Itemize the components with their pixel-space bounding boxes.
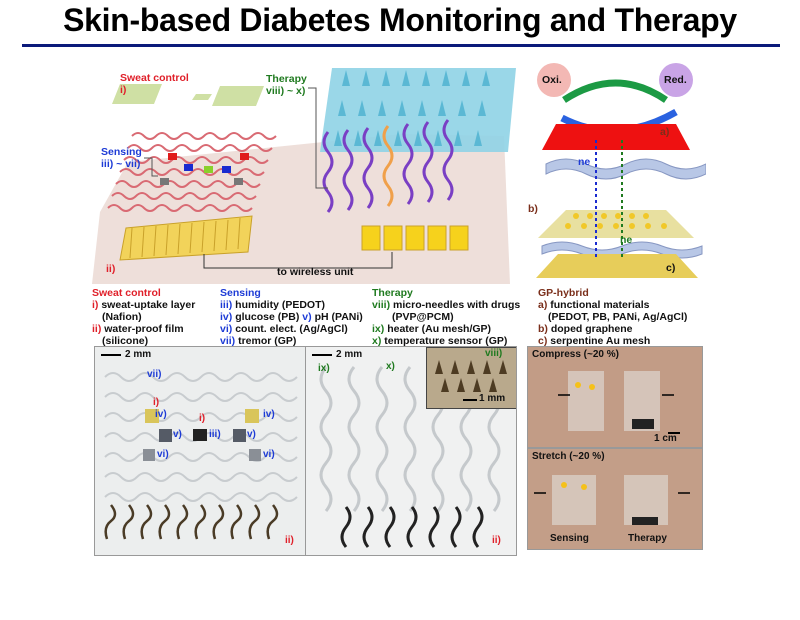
legend-text: doped graphene xyxy=(550,323,633,335)
legend-text: count. elect. (Ag/AgCl) xyxy=(235,323,348,335)
legend-text: functional materials xyxy=(550,299,650,311)
photo-label: viii) xyxy=(485,348,503,359)
gp-layer-b-label: b) xyxy=(528,203,538,215)
legend-text: (Nafion) xyxy=(102,311,142,323)
compress-scale-label: 1 cm xyxy=(654,433,677,444)
sweat-control-label: Sweat control xyxy=(120,72,189,84)
layer-ii-label: ii) xyxy=(106,263,116,275)
sweat-control-range: i) xyxy=(120,84,127,96)
stretch-caption: Stretch (~20 %) xyxy=(532,451,605,462)
legend-id: ix) xyxy=(372,323,385,335)
oxi-label: Oxi. xyxy=(542,74,562,86)
legend-id: x) xyxy=(372,335,382,347)
photo-label: x) xyxy=(386,361,395,372)
legend-id: vii) xyxy=(220,335,236,347)
photo-label: v) xyxy=(247,429,256,440)
photo-label: i) xyxy=(199,413,206,424)
gp-layer-a-label: a) xyxy=(660,126,670,138)
photo-label: iv) xyxy=(263,409,275,420)
legend-text: temperature sensor (GP) xyxy=(384,335,508,347)
legend-id: a) xyxy=(538,299,548,311)
legend-text: heater (Au mesh/GP) xyxy=(387,323,492,335)
scale-bar-label: 2 mm xyxy=(125,349,152,360)
gp-layer-c-label: c) xyxy=(666,262,676,274)
legend-text: (PVP@PCM) xyxy=(392,311,454,323)
scale-bar-label: 2 mm xyxy=(336,349,363,360)
legend-id: ii) xyxy=(92,323,102,335)
electron-label-2: ne xyxy=(620,234,633,246)
device-schematic xyxy=(92,56,520,284)
stretch-photo: Stretch (~20 %) Sensing Therapy xyxy=(527,448,703,550)
therapy-range: viii) ~ x) xyxy=(266,85,306,97)
wireless-unit-label: to wireless unit xyxy=(277,266,354,278)
compress-photo: Compress (~20 %) 1 cm xyxy=(527,346,703,448)
legend-id: c) xyxy=(538,335,548,347)
legend-id: vi) xyxy=(220,323,233,335)
legend-text: water-proof film xyxy=(104,323,184,335)
legend-text: tremor (GP) xyxy=(238,335,297,347)
sensing-label: Sensing xyxy=(101,146,142,158)
gp-hybrid-stack xyxy=(526,60,706,282)
red-label: Red. xyxy=(664,74,687,86)
legend-text: (silicone) xyxy=(102,335,149,347)
legend-text: (PEDOT, PB, PANi, Ag/AgCl) xyxy=(548,311,688,323)
therapy-label: Therapy xyxy=(266,73,307,85)
legend-sweat: Sweat control i) sweat-uptake layer (Naf… xyxy=(92,287,195,347)
legend-gp-hybrid: GP-hybrid a) functional materials (PEDOT… xyxy=(538,287,687,347)
photo-label: v) xyxy=(173,429,182,440)
photo-label: vii) xyxy=(147,369,162,380)
therapy-patch-photo: 2 mm ix) x) ii) viii) 1 mm xyxy=(305,346,517,556)
legend-sensing: Sensing iii) humidity (PEDOT) iv) glucos… xyxy=(220,287,363,347)
legend-text: humidity (PEDOT) xyxy=(235,299,326,311)
legend-id: i) xyxy=(92,299,99,311)
legend-text: serpentine Au mesh xyxy=(550,335,651,347)
legend-sensing-title: Sensing xyxy=(220,287,261,299)
legend-text: glucose (PB) xyxy=(235,311,300,323)
photo-label: i) xyxy=(153,397,160,408)
page-title: Skin-based Diabetes Monitoring and Thera… xyxy=(63,2,737,38)
legend-text: pH (PANi) xyxy=(314,311,363,323)
sensing-patch-photo: 2 mm vii) i) iv) i) iv) v) iii) v) vi) v… xyxy=(94,346,306,556)
legend-id: iv) xyxy=(220,311,233,323)
photo-label: iii) xyxy=(209,429,221,440)
stretch-sensing-label: Sensing xyxy=(550,533,589,544)
legend-id: v) xyxy=(302,311,312,323)
photo-label: iv) xyxy=(155,409,167,420)
photo-label: vi) xyxy=(263,449,275,460)
legend-gp-title: GP-hybrid xyxy=(538,287,589,299)
photo-label: vi) xyxy=(157,449,169,460)
legend-text: sweat-uptake layer xyxy=(101,299,196,311)
legend-id: iii) xyxy=(220,299,233,311)
legend-sweat-title: Sweat control xyxy=(92,287,161,299)
compress-caption: Compress (~20 %) xyxy=(532,349,619,360)
legend-id: b) xyxy=(538,323,548,335)
microneedle-inset: viii) 1 mm xyxy=(426,347,516,409)
legend-therapy: Therapy viii) micro-needles with drugs (… xyxy=(372,287,520,347)
legend-therapy-title: Therapy xyxy=(372,287,413,299)
photo-label: ii) xyxy=(285,535,294,546)
photo-label: ix) xyxy=(318,363,330,374)
legend-id: viii) xyxy=(372,299,391,311)
electron-label-1: ne xyxy=(578,156,591,168)
title-underline xyxy=(22,44,780,47)
legend-text: micro-needles with drugs xyxy=(393,299,521,311)
photo-label: ii) xyxy=(492,535,501,546)
stretch-therapy-label: Therapy xyxy=(628,533,667,544)
sensing-range: iii) ~ vii) xyxy=(101,158,141,170)
inset-scale-label: 1 mm xyxy=(479,393,506,404)
